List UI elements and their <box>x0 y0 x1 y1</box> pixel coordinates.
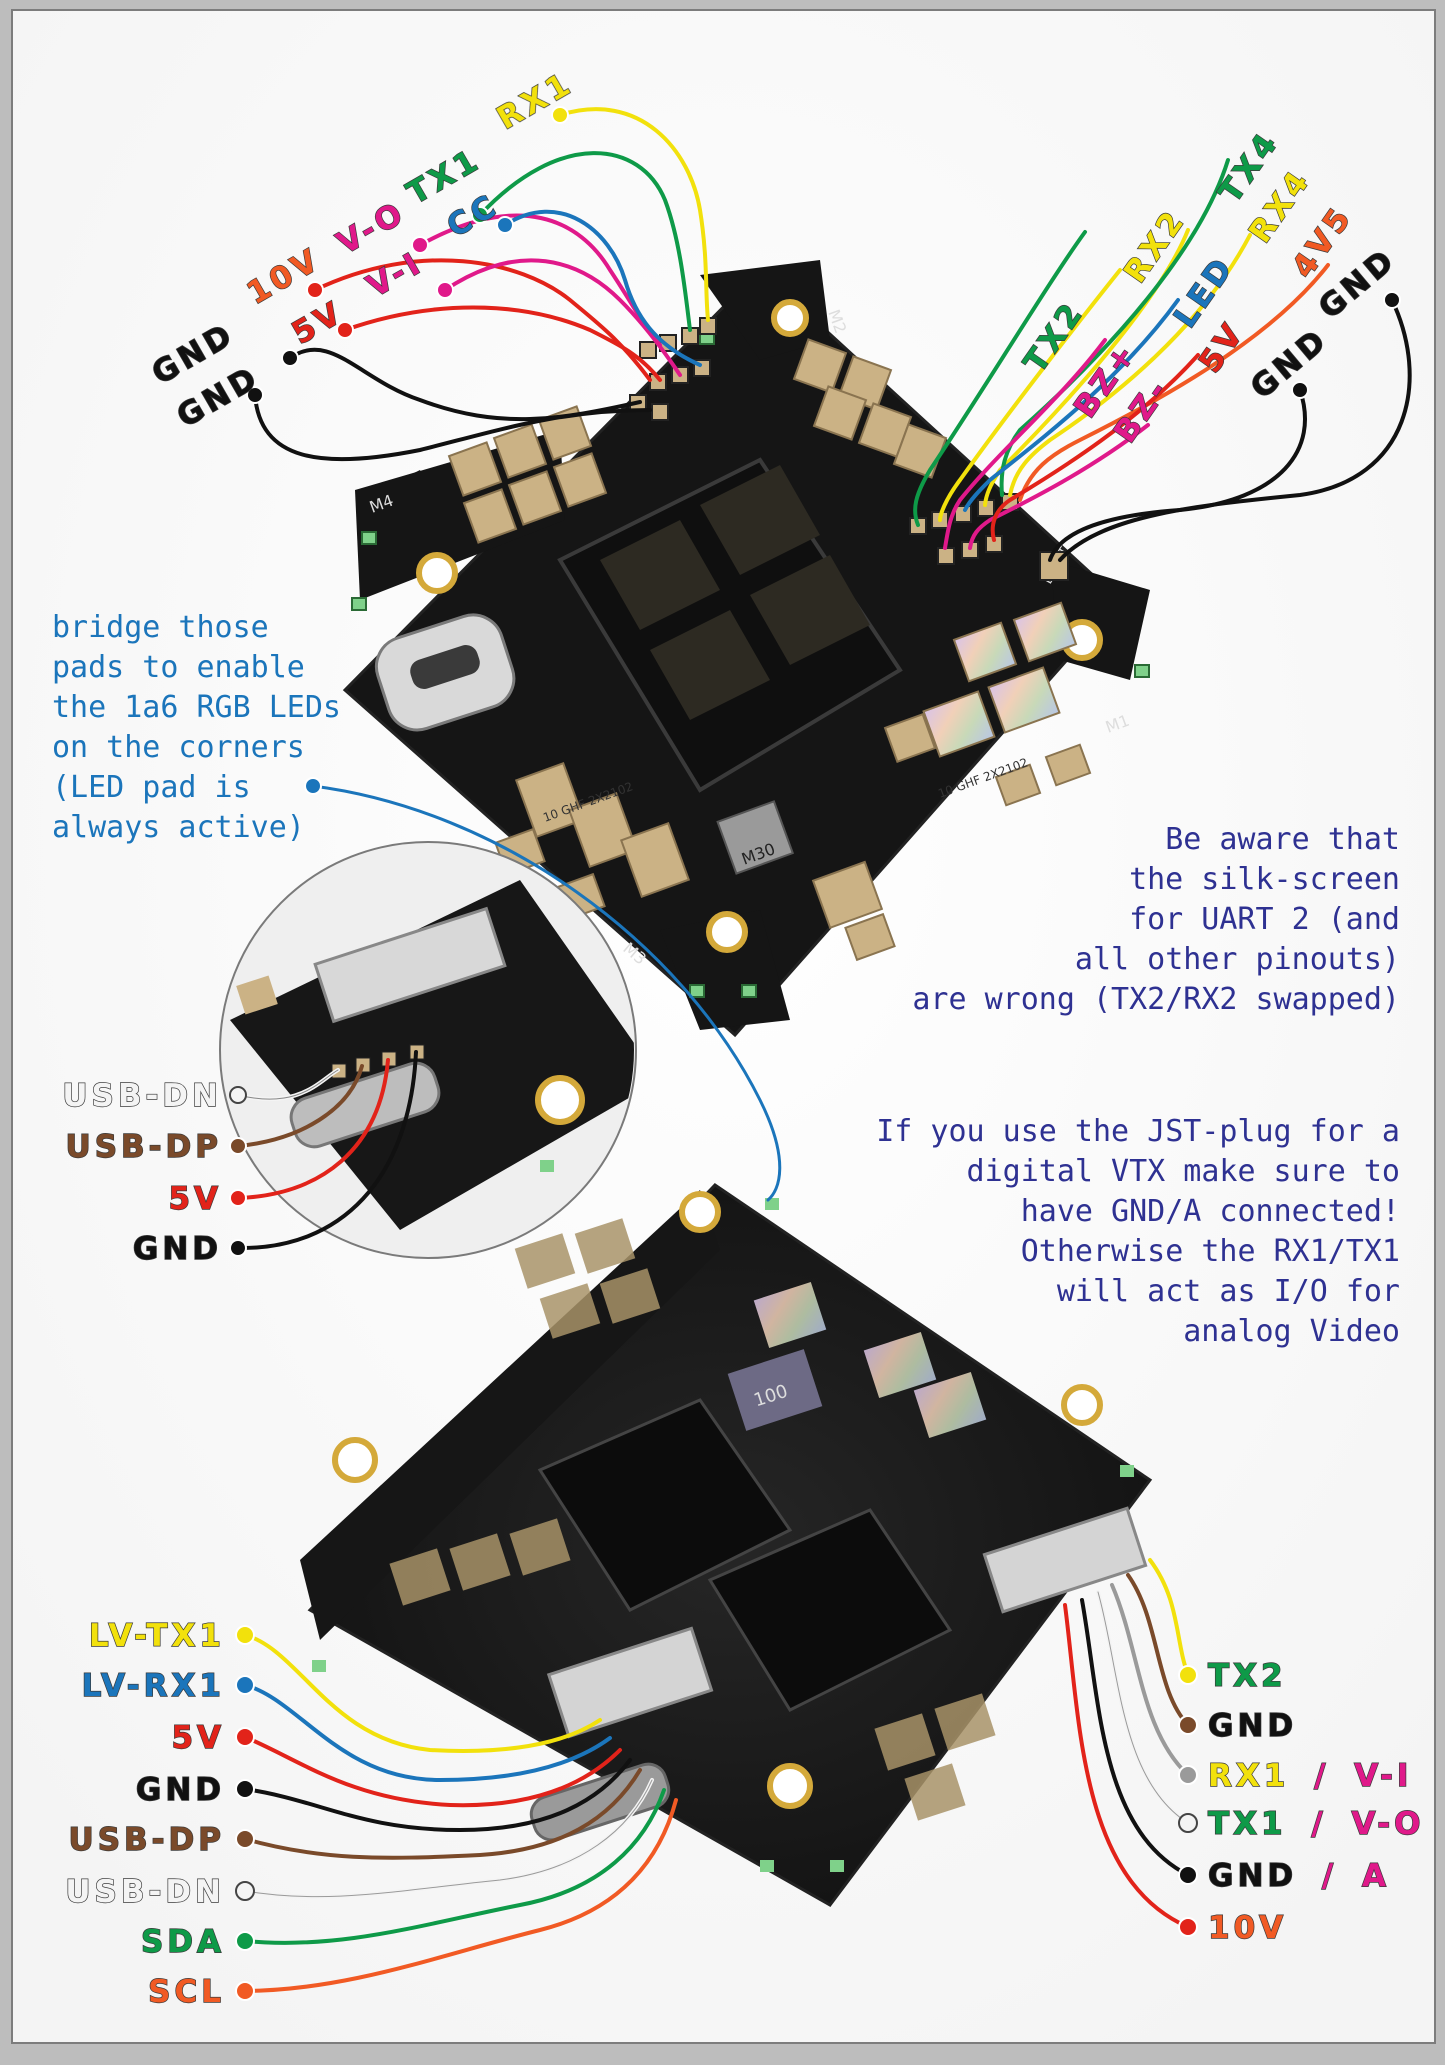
label-5v-inset: 5V <box>168 1181 222 1217</box>
top-right-wires <box>913 158 1412 562</box>
label-10v-bottom: 10V <box>1208 1910 1287 1946</box>
top-right-wire-ends <box>1291 291 1401 399</box>
usb-inset-labels: USB-DN USB-DP 5V GND <box>62 1077 222 1267</box>
label-sda: SDA <box>141 1924 225 1960</box>
label-5v-bottom: 5V <box>171 1720 225 1756</box>
bottom-flight-controller-board: 100 <box>300 1183 1153 1907</box>
usb-inset-wire-ends <box>229 1086 247 1257</box>
label-usb-dn: USB-DN <box>62 1078 222 1114</box>
top-left-wires <box>253 107 710 462</box>
led-bridge-wire <box>304 777 782 1202</box>
note-silkscreen-warning: Be aware that the silk-screen for UART 2… <box>912 822 1400 1017</box>
bottom-left-labels: LV-TX1 LV-RX1 5V GND USB-DP USB-DN SDA S… <box>65 1617 225 2010</box>
bottom-left-wires <box>243 1633 678 1993</box>
bottom-right-wire-ends <box>1178 1665 1198 1937</box>
label-usb-dn-bottom: USB-DN <box>65 1874 225 1910</box>
label-lv-rx1: LV-RX1 <box>82 1668 225 1704</box>
note-led-bridge: bridge those pads to enable the 1a6 RGB … <box>52 610 341 845</box>
bottom-left-wire-ends <box>235 1625 255 2001</box>
label-scl: SCL <box>148 1974 225 2010</box>
usb-pads-inset <box>219 841 637 1259</box>
usb-inset-wires <box>236 1050 418 1251</box>
label-gnd-inset: GND <box>133 1231 222 1267</box>
bottom-right-wires <box>1063 1558 1190 1929</box>
bottom-right-labels: TX2 GND RX1 / V-I TX1 / V-O GND / A 10V <box>1207 1657 1425 1946</box>
note-jst-vtx: If you use the JST-plug for a digital VT… <box>876 1114 1400 1349</box>
label-gnd-bottom: GND <box>136 1772 225 1808</box>
label-tx1-bottom: TX1 / V-O <box>1208 1806 1425 1842</box>
label-gnd-bottom-right: GND <box>1208 1708 1297 1744</box>
label-lv-tx1: LV-TX1 <box>89 1618 225 1654</box>
label-gnd-a-bottom: GND / A <box>1208 1858 1390 1894</box>
label-usb-dp: USB-DP <box>66 1129 222 1165</box>
label-usb-dp-bottom: USB-DP <box>69 1822 225 1858</box>
label-rx1-bottom: RX1 / V-I <box>1208 1758 1412 1794</box>
top-left-wire-ends <box>246 106 569 404</box>
top-flight-controller-board: M30 M4 M1 M3 M2 BOOT 10 GHF 2X2102 10 GH… <box>342 260 1150 1038</box>
label-tx2-bottom: TX2 <box>1208 1658 1287 1694</box>
